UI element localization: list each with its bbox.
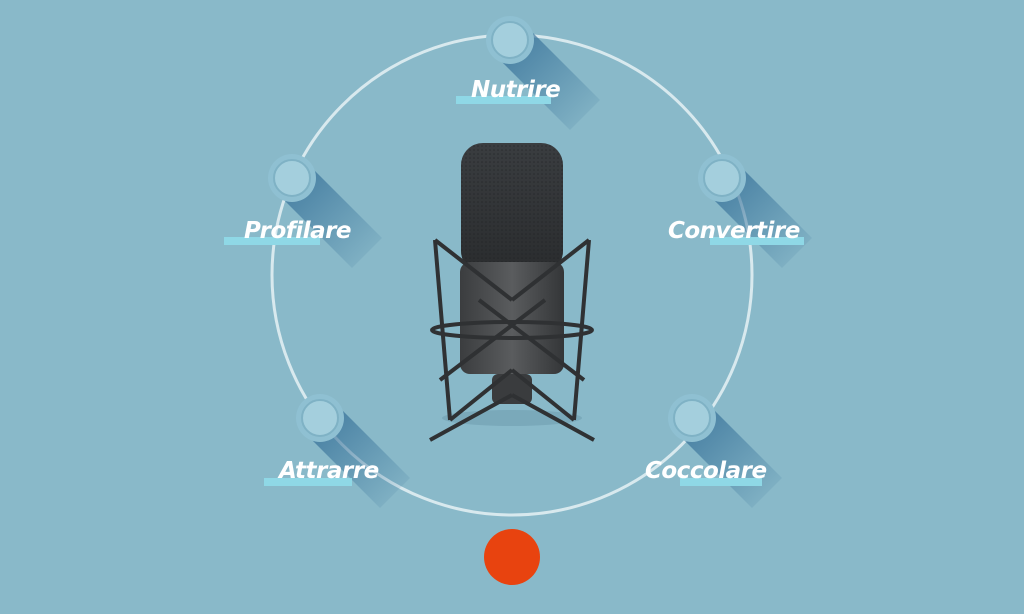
- label-underline: [456, 96, 551, 104]
- stage-label-nutrire: Nutrire: [471, 77, 561, 103]
- node-coccolare[interactable]: [668, 394, 782, 508]
- node-nutrire[interactable]: [486, 16, 600, 130]
- stage-label-attrarre: Attrarre: [279, 458, 379, 484]
- node-profilare[interactable]: [268, 154, 382, 268]
- record-button[interactable]: [484, 529, 540, 585]
- node-attrarre[interactable]: [296, 394, 410, 508]
- label-underline: [680, 478, 762, 486]
- label-underline: [264, 478, 352, 486]
- node-convertire[interactable]: [698, 154, 812, 268]
- stage-label-convertire: Convertire: [668, 218, 800, 244]
- label-underline: [224, 237, 320, 245]
- stage-label-coccolare: Coccolare: [645, 458, 767, 484]
- microphone-icon: [429, 143, 595, 442]
- label-underline: [710, 237, 804, 245]
- stage-label-profilare: Profilare: [244, 218, 352, 244]
